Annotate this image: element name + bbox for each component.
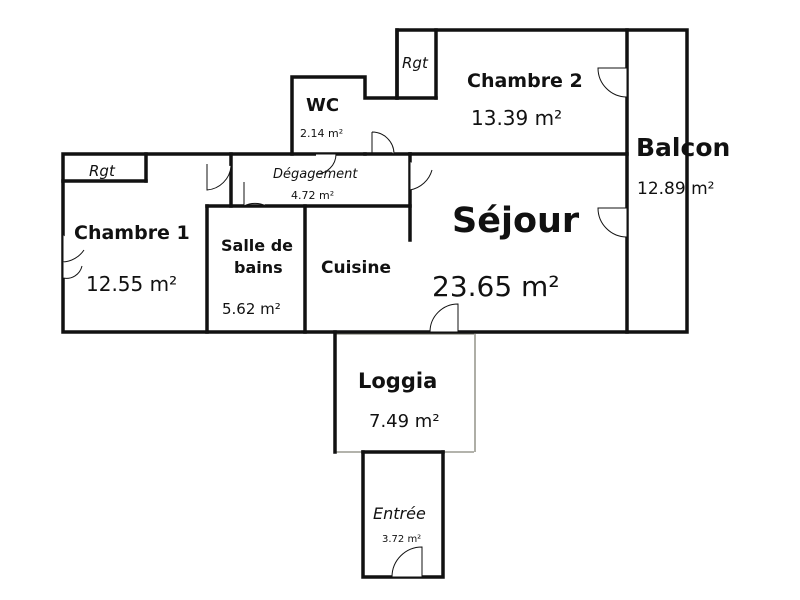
door-chambre1 [206,164,232,191]
doors [62,67,628,578]
chambre2-area: 13.39 m² [471,106,562,130]
sejour-label: Séjour [452,201,580,241]
cuisine-label: Cuisine [321,258,391,278]
door-chambre1-rgt [62,235,85,263]
door-chambre1-rgt2 [62,262,83,279]
door-sejour-passage [409,162,433,191]
chambre2-label: Chambre 2 [467,70,583,92]
degagement-label: Dégagement [273,167,358,182]
wc-area: 2.14 m² [300,127,343,140]
wc-label: WC [306,95,339,116]
door-sdb [243,182,267,207]
sdb-label-line2: bains [234,258,283,277]
room-labels: Rgt Chambre 2 13.39 m² WC 2.14 m² Balcon… [74,54,730,545]
balcon-label: Balcon [636,133,730,162]
rgt-top-label: Rgt [402,54,429,72]
door-rgt-degagement [315,153,337,175]
balcon-area: 12.89 m² [637,179,714,199]
loggia-label: Loggia [358,369,437,393]
rgt-left-label: Rgt [89,162,116,180]
chambre1-area: 12.55 m² [86,272,177,296]
door-chambre2 [597,67,628,98]
walls [61,28,689,579]
degagement-area: 4.72 m² [291,189,334,202]
chambre1-label: Chambre 1 [74,222,190,244]
door-entree [391,546,423,578]
door-loggia [429,303,459,333]
sejour-area: 23.65 m² [432,270,560,303]
entree-area: 3.72 m² [382,534,421,545]
sdb-area: 5.62 m² [222,300,281,318]
entree-label: Entrée [373,504,426,523]
loggia-area: 7.49 m² [369,411,440,432]
door-wc [371,131,395,155]
sdb-label-line1: Salle de [221,236,293,255]
door-sejour-right [597,207,628,238]
